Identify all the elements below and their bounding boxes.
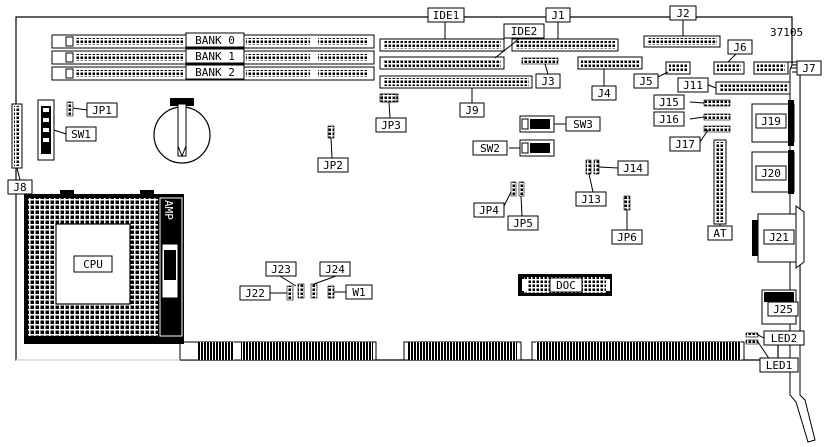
j11-label: J11 [683, 79, 703, 92]
j7-connector [753, 61, 789, 75]
ide2-connector [379, 56, 505, 70]
cpu-socket [24, 190, 184, 344]
board-id-label: 37105 [770, 26, 803, 39]
j16-connector [703, 113, 731, 121]
sw3-label: SW3 [573, 118, 593, 131]
j17-connector [703, 125, 731, 133]
sw3-switch [519, 115, 555, 133]
bank-0-label: BANK 0 [195, 34, 235, 47]
j1-connector [511, 38, 619, 52]
jp6-label: JP6 [617, 231, 637, 244]
j21-label: J21 [769, 231, 789, 244]
sw2-label: SW2 [480, 142, 500, 155]
j15-connector [703, 99, 731, 107]
jp1-jumper [66, 101, 74, 117]
j8-label: J8 [13, 181, 26, 194]
jp1-label: JP1 [92, 104, 112, 117]
memory-bank-labels: BANK 0 BANK 1 BANK 2 [185, 32, 245, 80]
j7-label: J7 [802, 62, 815, 75]
j5-label: J5 [639, 75, 652, 88]
doc-label: DOC [556, 279, 576, 292]
j19-label: J19 [761, 115, 781, 128]
led1-label: LED1 [766, 359, 793, 372]
ide1-label: IDE1 [433, 9, 460, 22]
component-labels: 37105 IDE1 IDE2 J1 J2 J3 J4 J5 J6 J7 J8 … [7, 5, 822, 373]
cpu-label: CPU [83, 258, 103, 271]
j4-label: J4 [597, 87, 611, 100]
bank-2-label: BANK 2 [195, 66, 235, 79]
led2-label: LED2 [771, 332, 798, 345]
j11-connector [715, 81, 791, 95]
j1-label: J1 [551, 9, 564, 22]
jp3-jumper [381, 93, 397, 103]
jp2-jumper [327, 125, 335, 139]
j5-connector [665, 61, 691, 75]
ide1-connector [379, 38, 505, 52]
j15-label: J15 [659, 96, 679, 109]
jp6-jumper [623, 195, 631, 211]
sw1-switch [37, 99, 55, 161]
battery [153, 98, 211, 164]
j6-connector [713, 61, 745, 75]
sw1-label: SW1 [71, 128, 91, 141]
j13-label: J13 [581, 193, 601, 206]
j6-label: J6 [733, 41, 746, 54]
j22-label: J22 [245, 287, 265, 300]
j20-label: J20 [761, 167, 781, 180]
jp4-label: JP4 [479, 204, 499, 217]
j3-connector [521, 57, 559, 65]
j2-connector [643, 35, 721, 48]
w1-label: W1 [352, 286, 365, 299]
j14-label: J14 [623, 162, 643, 175]
j3-label: J3 [541, 75, 554, 88]
at-label: AT [713, 227, 727, 240]
ide2-label: IDE2 [511, 25, 538, 38]
bank-1-label: BANK 1 [195, 50, 235, 63]
jp5-label: JP5 [513, 217, 533, 230]
at-connector [713, 139, 727, 225]
j4-connector [577, 56, 643, 70]
j25-label: J25 [773, 303, 793, 316]
jp2-label: JP2 [323, 159, 343, 172]
j8-connector [11, 103, 23, 169]
j9-label: J9 [465, 104, 478, 117]
j23-label: J23 [271, 263, 291, 276]
amp-label: AMP [162, 200, 175, 220]
j16-label: J16 [659, 113, 679, 126]
j17-label: J17 [675, 138, 695, 151]
j24-label: J24 [325, 263, 345, 276]
jp3-label: JP3 [381, 119, 401, 132]
j2-label: J2 [676, 7, 689, 20]
j9-connector [379, 75, 533, 89]
edge-connector [16, 341, 745, 361]
sw2-switch [519, 139, 555, 157]
